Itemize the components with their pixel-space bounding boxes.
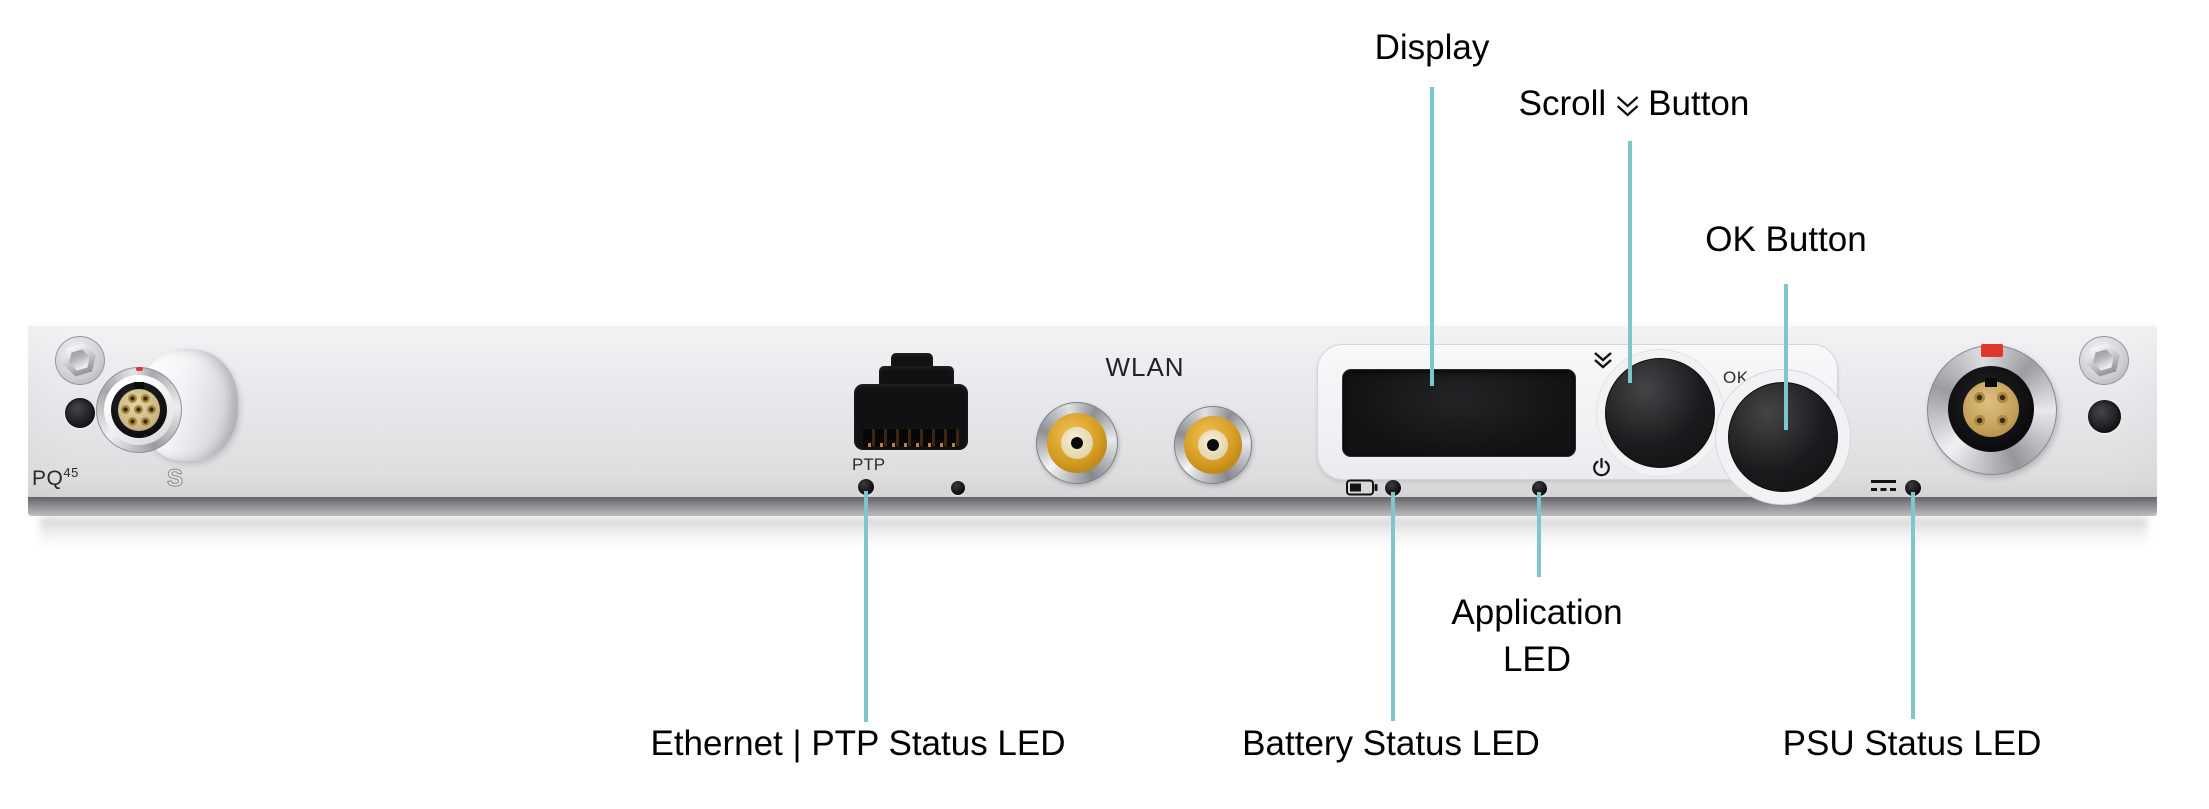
ok-button-label: OK xyxy=(1723,368,1749,387)
ok-button xyxy=(1728,382,1838,492)
callout-ethernet-ptp-led: Ethernet | PTP Status LED xyxy=(650,724,1066,763)
callout-scroll-button: Scroll Button xyxy=(1519,84,1750,124)
connector-s-label: S xyxy=(166,464,184,492)
display-screen xyxy=(1342,369,1576,457)
lemo-pin-insert xyxy=(118,389,160,431)
model-text: PQ xyxy=(32,467,64,490)
callout-application-line2: LED xyxy=(1502,640,1572,679)
connector-pin xyxy=(1997,415,2008,426)
leader-line-display xyxy=(1430,87,1434,386)
index-mark-red xyxy=(136,367,143,371)
wlan-label: WLAN xyxy=(1105,352,1185,382)
wlan-antenna-connector-2 xyxy=(1174,406,1252,484)
leader-line-scroll-button xyxy=(1628,141,1632,383)
connector-pin xyxy=(141,394,150,403)
wlan-antenna-connector-1 xyxy=(1036,402,1118,484)
device-bottom-bevel xyxy=(28,497,2157,516)
leader-line-psu-led xyxy=(1911,492,1915,719)
callout-battery-led: Battery Status LED xyxy=(1242,724,1540,763)
scroll-chevron-icon xyxy=(1594,352,1612,369)
callout-scroll-text-before: Scroll xyxy=(1518,84,1607,123)
callout-ok-button: OK Button xyxy=(1705,220,1867,259)
sma-center-pin xyxy=(1070,436,1084,450)
power-connector xyxy=(1927,344,2057,475)
rack-screw-icon-left xyxy=(55,336,105,385)
lemo-key-notch xyxy=(134,382,144,390)
connector-pin xyxy=(141,417,150,426)
connector-pin xyxy=(1974,415,1985,426)
rj45-contacts xyxy=(863,429,959,446)
device-shadow xyxy=(40,517,2147,549)
rack-screw-icon-right xyxy=(2079,336,2129,385)
model-variant: 45 xyxy=(63,465,79,480)
sma-center-pin xyxy=(1206,438,1220,452)
power-pin-insert xyxy=(1963,378,2019,437)
leader-line-application-led xyxy=(1537,492,1541,577)
index-mark-red xyxy=(1981,344,2003,357)
mounting-hole-left xyxy=(65,398,95,428)
lemo-connector-recess xyxy=(111,382,167,438)
ethernet-ptp-status-led xyxy=(858,479,874,495)
scroll-button xyxy=(1605,358,1715,468)
power-icon xyxy=(1593,458,1610,477)
connector-pin xyxy=(121,405,130,414)
callout-display: Display xyxy=(1374,28,1490,67)
leader-line-ethernet-led xyxy=(864,491,868,722)
callout-scroll-text-after: Button xyxy=(1648,84,1750,123)
application-led xyxy=(1532,481,1547,496)
double-chevron-down-icon xyxy=(1616,96,1638,117)
mounting-hole-right xyxy=(2088,400,2121,433)
connector-pin xyxy=(1974,392,1985,403)
connector-pin xyxy=(1997,392,2008,403)
dc-power-icon xyxy=(1871,480,1896,491)
connector-pin xyxy=(147,405,156,414)
rj45-contact-glint xyxy=(863,443,959,447)
leader-line-battery-led xyxy=(1391,492,1395,721)
battery-icon xyxy=(1346,479,1378,496)
ethernet-link-led xyxy=(951,481,965,495)
model-label: PQ45 xyxy=(32,465,79,491)
connector-pin xyxy=(128,417,137,426)
power-key-notch xyxy=(1985,378,1997,387)
connector-pin xyxy=(128,394,137,403)
connector-pin xyxy=(134,405,143,414)
leader-line-ok-button xyxy=(1784,284,1788,430)
ptp-port-label: PTP xyxy=(852,455,886,474)
lemo-connector-s xyxy=(96,367,182,453)
battery-status-led xyxy=(1385,480,1401,496)
psu-status-led xyxy=(1905,480,1921,496)
callout-application-led: Application LED xyxy=(1451,589,1622,683)
rj45-ethernet-port xyxy=(854,384,968,450)
callout-psu-led: PSU Status LED xyxy=(1782,724,2042,763)
power-connector-recess xyxy=(1948,366,2034,452)
callout-application-line1: Application xyxy=(1451,593,1623,632)
